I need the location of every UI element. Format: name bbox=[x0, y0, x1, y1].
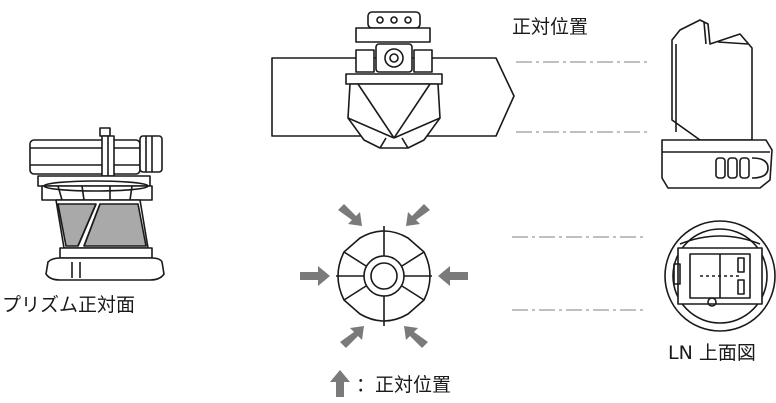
label-ln-top-view: LN 上面図 bbox=[668, 342, 756, 364]
label-prism-front: プリズム正対面 bbox=[2, 294, 135, 316]
dash-dot-lines-bottom bbox=[512, 236, 646, 311]
arrow-lower-left-icon bbox=[340, 326, 364, 348]
legend-facing-position: ：正対位置 bbox=[356, 374, 451, 396]
dash-dot-lines-top bbox=[516, 61, 650, 133]
arrow-lower-right-icon bbox=[404, 326, 428, 348]
prism-top-view-illustration bbox=[336, 226, 432, 326]
arrow-upper-left-icon bbox=[338, 204, 362, 226]
up-arrow-icon bbox=[330, 370, 350, 397]
prism-front-illustration bbox=[29, 127, 165, 281]
arrow-upper-right-icon bbox=[406, 204, 430, 226]
label-facing-position: 正対位置 bbox=[512, 16, 588, 38]
prism-top-beam-illustration bbox=[271, 11, 515, 149]
arrow-left-icon bbox=[300, 266, 330, 286]
ln-side-illustration bbox=[661, 19, 773, 189]
facing-direction-arrows bbox=[300, 204, 468, 348]
arrow-right-icon bbox=[438, 266, 468, 286]
ln-top-view-illustration bbox=[664, 220, 776, 332]
